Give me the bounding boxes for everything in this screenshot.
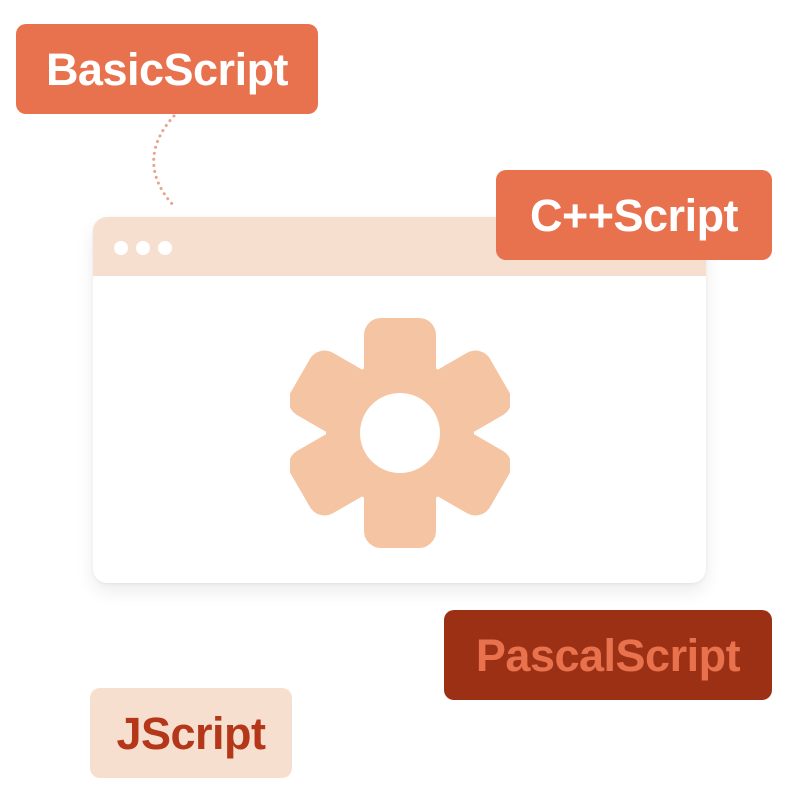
dotted-connector-line — [152, 114, 176, 208]
pascalscript-tag: PascalScript — [444, 610, 772, 700]
basicscript-label: BasicScript — [45, 43, 289, 95]
window-dot-icon — [136, 241, 150, 255]
gear-icon — [290, 318, 510, 548]
jscript-tag: JScript — [90, 688, 292, 778]
pascalscript-label: PascalScript — [475, 629, 741, 681]
cppscript-tag: C++Script — [496, 170, 772, 260]
window-dot-icon — [158, 241, 172, 255]
basicscript-tag: BasicScript — [16, 24, 318, 114]
jscript-label: JScript — [116, 707, 266, 759]
window-dot-icon — [114, 241, 128, 255]
cppscript-label: C++Script — [529, 189, 739, 241]
